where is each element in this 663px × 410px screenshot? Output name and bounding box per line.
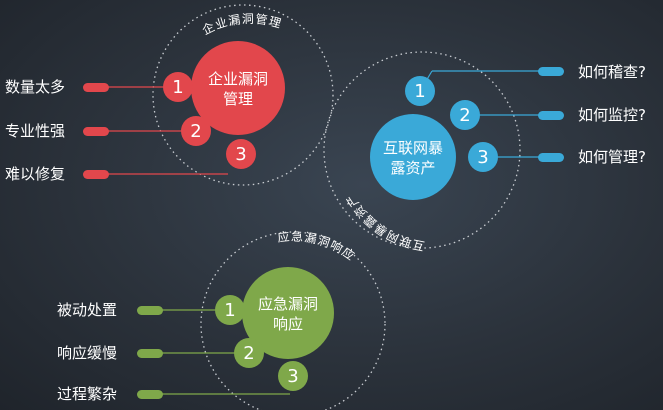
arc-label-enterprise: 企业漏洞管理 [200,11,284,38]
connector-pill [83,170,109,179]
item-label: 如何管理? [578,148,646,166]
hub-label-line1: 应急漏洞 [258,295,318,313]
number-badge-1 [405,76,435,106]
connector-pill [538,67,564,76]
item-label: 如何稽查? [578,63,646,81]
dotted-ring-enterprise [152,4,334,186]
cluster-enterprise-vuln: 企业漏洞管理 数量太多 专业性强 难以修复 企业漏洞 管理 1 2 3 [5,4,334,186]
number-label: 1 [224,300,235,321]
number-label: 3 [287,366,298,387]
number-badge-3 [468,142,498,172]
item-label: 难以修复 [5,165,65,183]
hub-label-line1: 互联网暴 [383,139,443,157]
number-label: 1 [172,77,183,98]
item-label: 响应缓慢 [57,344,117,362]
arc-label-internet: 互联网暴露资产 [343,191,426,253]
hub-circle-emergency [242,267,334,359]
item-label: 过程繁杂 [57,385,117,403]
connector-pill [83,127,109,136]
number-label: 2 [459,105,470,126]
connector-pill [83,83,109,92]
item-label: 被动处置 [57,301,117,319]
number-badge-1 [215,295,245,325]
hub-circle-internet [370,114,456,200]
number-label: 2 [190,121,201,142]
dotted-ring-emergency [200,231,386,410]
item-label: 如何监控? [578,106,646,124]
connector-pill [137,349,163,358]
hub-label-line2: 露资产 [390,159,435,177]
number-badge-2 [234,338,264,368]
number-badge-2 [181,116,211,146]
connector-pill [538,153,564,162]
number-label: 3 [477,147,488,168]
cluster-emergency-response: 应急漏洞响应 被动处置 响应缓慢 过程繁杂 应急漏洞 响应 1 2 3 [57,229,386,410]
hub-label-line2: 响应 [273,315,303,333]
number-badge-3 [226,139,256,169]
hub-circle-enterprise [191,41,285,135]
hub-label-line1: 企业漏洞 [208,70,268,88]
connector-pill [538,111,564,120]
number-badge-2 [450,100,480,130]
item-label: 专业性强 [5,122,65,140]
dotted-ring-internet [323,51,521,249]
connector-pill [137,306,163,315]
number-badge-3 [278,361,308,391]
item-label: 数量太多 [5,78,65,96]
arc-label-emergency: 应急漏洞响应 [277,229,359,264]
number-badge-1 [163,72,193,102]
hub-label-line2: 管理 [223,90,253,108]
connector-pill [137,390,163,399]
number-label: 2 [243,343,254,364]
cluster-internet-assets: 互联网暴露资产 如何稽查? 如何监控? 如何管理? 互联网暴 露资产 1 2 3 [323,51,646,253]
number-label: 3 [235,144,246,165]
number-label: 1 [414,81,425,102]
